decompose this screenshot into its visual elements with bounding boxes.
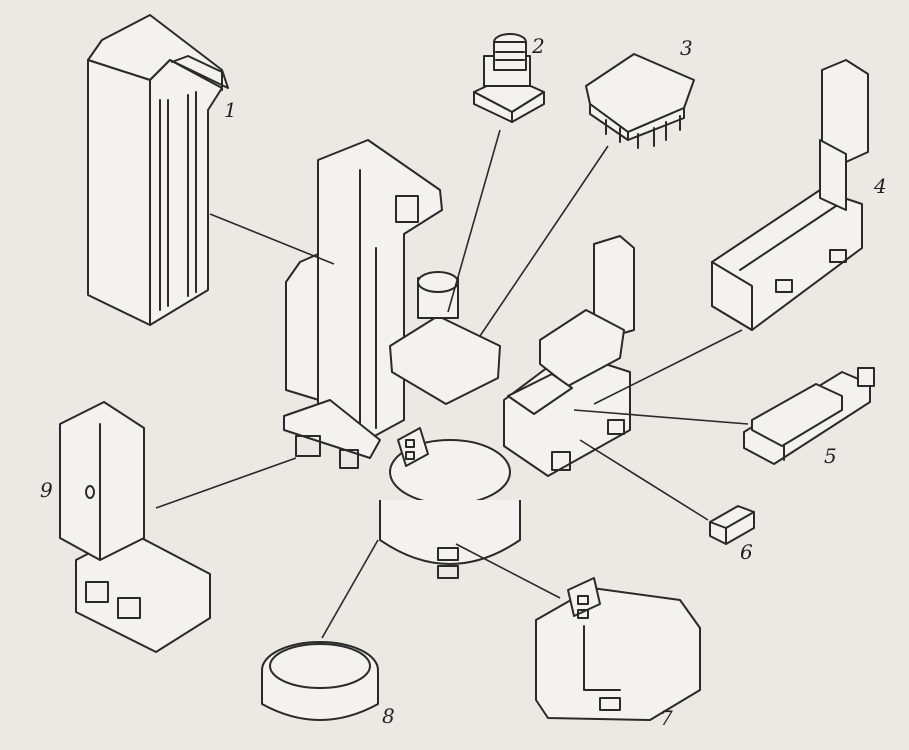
label-3: 3: [680, 36, 693, 60]
label-9: 9: [40, 478, 53, 502]
leader-8: [321, 539, 379, 639]
label-2: 2: [532, 34, 545, 58]
leader-5: [573, 409, 749, 425]
label-8: 8: [382, 704, 395, 728]
leader-7: [455, 543, 561, 599]
label-1: 1: [224, 98, 237, 122]
module-rotary-table: [261, 641, 379, 721]
module-column: [87, 14, 229, 326]
leader-3: [479, 145, 609, 337]
module-spindle-head: [473, 33, 545, 123]
label-5: 5: [824, 444, 837, 468]
label-6: 6: [740, 540, 753, 564]
label-4: 4: [874, 174, 887, 198]
module-control-cabinet: [59, 401, 211, 653]
leader-9: [155, 457, 297, 509]
module-small-block: [709, 505, 755, 545]
label-7: 7: [660, 706, 673, 730]
module-horizontal-bed: [711, 59, 869, 331]
assembled-machine: [283, 139, 635, 579]
leader-1: [209, 213, 335, 265]
leader-2: [447, 129, 501, 313]
module-multispindle-head: [585, 53, 695, 149]
leader-6: [579, 439, 709, 521]
leader-4: [593, 329, 743, 405]
module-table-base: [535, 577, 701, 721]
module-slide-table: [743, 367, 875, 465]
leader-lines: [155, 129, 749, 639]
